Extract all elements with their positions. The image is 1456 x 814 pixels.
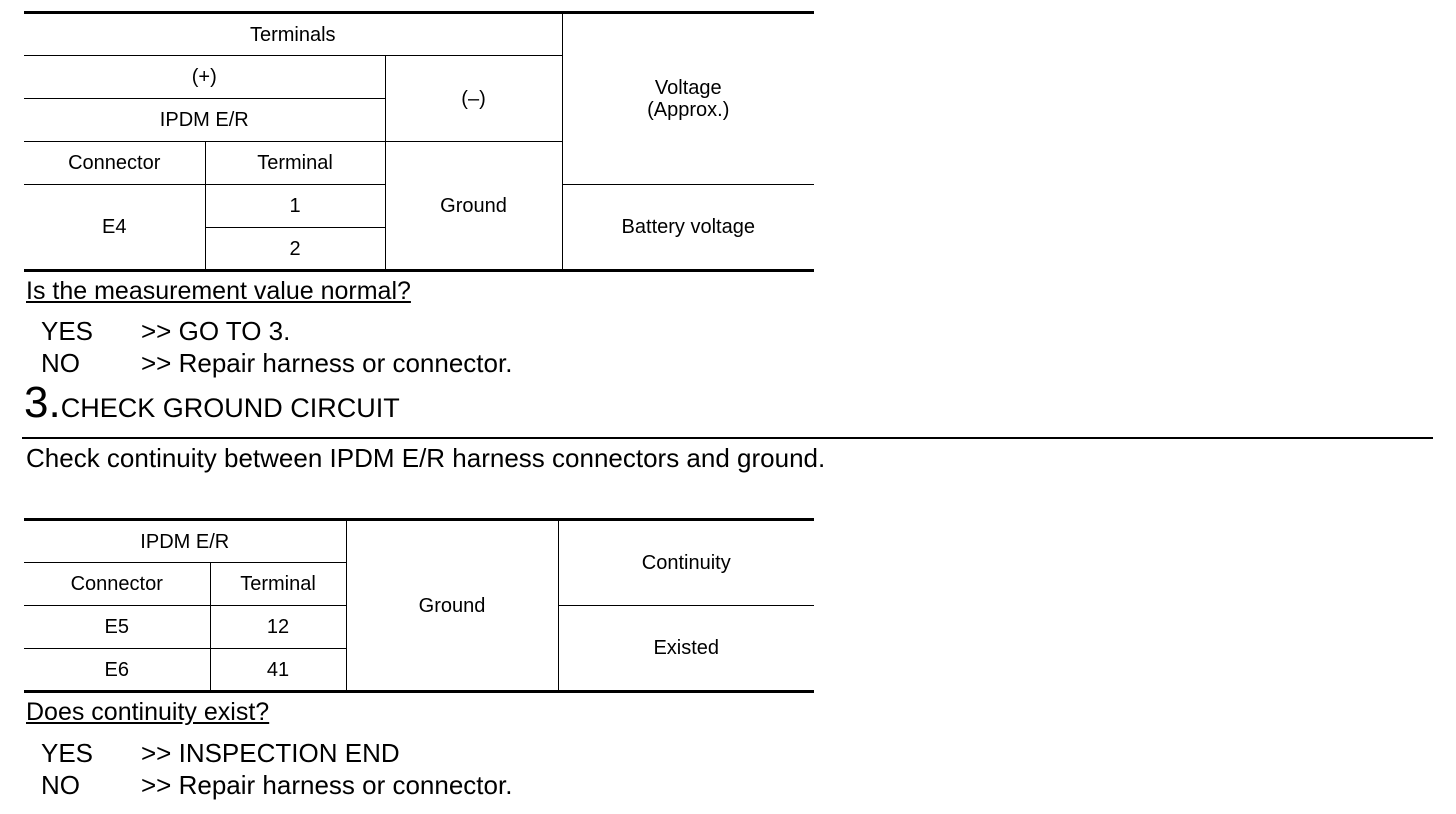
battery-voltage-cell: Battery voltage bbox=[561, 184, 815, 272]
answer-yes: YES >> GO TO 3. bbox=[41, 315, 290, 347]
connector-cell: E4 bbox=[24, 184, 206, 272]
minus-header: (–) bbox=[384, 55, 563, 142]
answer-text: >> Repair harness or connector. bbox=[141, 770, 513, 800]
connector-cell: E5 bbox=[24, 605, 211, 649]
ground-cell: Ground bbox=[345, 518, 559, 693]
continuity-header: Continuity bbox=[557, 518, 814, 606]
answer-no: NO >> Repair harness or connector. bbox=[41, 347, 512, 379]
voltage-label: Voltage bbox=[654, 77, 722, 99]
step-heading: 3.CHECK GROUND CIRCUIT bbox=[24, 378, 400, 428]
answer-text: >> Repair harness or connector. bbox=[141, 348, 513, 378]
plus-header: (+) bbox=[24, 55, 386, 99]
ground-cell: Ground bbox=[384, 141, 563, 272]
approx-label: (Approx.) bbox=[647, 99, 730, 121]
section-divider bbox=[22, 437, 1433, 439]
voltage-header: Voltage (Approx.) bbox=[561, 11, 815, 185]
answer-no: NO >> Repair harness or connector. bbox=[41, 769, 512, 801]
voltage-spec-table: Terminals Voltage (Approx.) (+) (–) IPDM… bbox=[24, 11, 815, 272]
question-measurement: Is the measurement value normal? bbox=[26, 277, 411, 305]
answer-text: >> GO TO 3. bbox=[141, 316, 291, 346]
terminal-cell: 2 bbox=[204, 227, 386, 272]
answer-key: YES bbox=[41, 316, 94, 346]
step-number: 3. bbox=[24, 378, 61, 427]
step-description: Check continuity between IPDM E/R harnes… bbox=[26, 443, 826, 473]
terminal-header: Terminal bbox=[204, 141, 386, 185]
terminal-cell: 12 bbox=[209, 605, 347, 649]
answer-key: NO bbox=[41, 770, 80, 800]
answer-key: YES bbox=[41, 738, 94, 768]
step-title: CHECK GROUND CIRCUIT bbox=[60, 393, 400, 423]
ipdm-header: IPDM E/R bbox=[24, 518, 347, 563]
connector-header: Connector bbox=[24, 141, 206, 185]
answer-key: NO bbox=[41, 348, 80, 378]
answer-yes: YES >> INSPECTION END bbox=[41, 737, 400, 769]
continuity-spec-table: IPDM E/R Ground Continuity Connector Ter… bbox=[24, 518, 814, 693]
answer-text: >> INSPECTION END bbox=[141, 738, 400, 768]
ipdm-header: IPDM E/R bbox=[24, 98, 386, 142]
connector-header: Connector bbox=[24, 562, 211, 606]
question-continuity: Does continuity exist? bbox=[26, 698, 270, 726]
terminal-header: Terminal bbox=[209, 562, 347, 606]
terminal-cell: 1 bbox=[204, 184, 386, 228]
terminal-cell: 41 bbox=[209, 648, 347, 693]
terminals-header: Terminals bbox=[24, 11, 563, 56]
connector-cell: E6 bbox=[24, 648, 211, 693]
existed-cell: Existed bbox=[557, 605, 814, 693]
